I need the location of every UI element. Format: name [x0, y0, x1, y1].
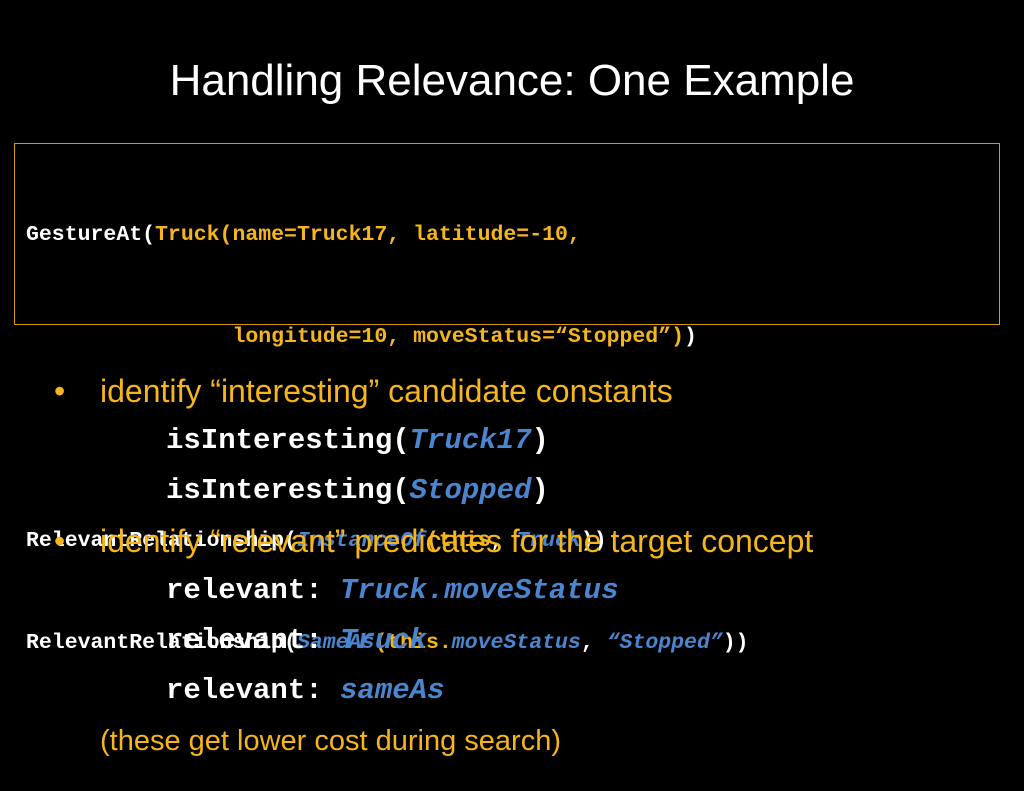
item-value: Truck17: [409, 424, 532, 457]
item-prefix: isInteresting(: [166, 424, 410, 457]
paren-open: (: [425, 529, 439, 553]
bullet-text: identify “relevant” predicates for the t…: [100, 523, 814, 559]
arg-sep: ,: [580, 631, 607, 655]
item-prefix: relevant:: [166, 674, 341, 707]
code-box: GestureAt(Truck(name=Truck17, latitude=-…: [14, 143, 1000, 655]
movestatus-arg: moveStatus: [451, 631, 581, 655]
gesture-close: ): [684, 325, 697, 349]
this-prefix: this.: [387, 631, 452, 655]
arg-sep: ,: [490, 529, 517, 553]
item-prefix: isInteresting(: [166, 474, 410, 507]
item-suffix: ): [531, 424, 549, 457]
interesting-item: isInteresting(Truck17): [54, 416, 1014, 466]
sameas-pred: SameAs: [296, 631, 375, 655]
item-value: Truck: [340, 624, 428, 657]
relevant-item: relevant: Truck.moveStatus: [54, 566, 1014, 616]
item-prefix: relevant:: [166, 574, 341, 607]
item-value: Stopped: [409, 474, 532, 507]
bullet-interesting: • identify “interesting” candidate consta…: [54, 366, 1014, 416]
paren-open: (: [374, 631, 388, 655]
bullet-relevant: • identify “relevant” predicates for the …: [54, 516, 1014, 566]
item-value: sameAs: [340, 674, 445, 707]
code-line-relevant-instanceof: RelevantRelationship(InstanceOf(this, Tr…: [26, 524, 999, 558]
paren-close: )): [722, 631, 749, 655]
interesting-item: isInteresting(Stopped): [54, 466, 1014, 516]
gesture-fn: GestureAt(: [26, 223, 156, 247]
item-suffix: ): [531, 474, 549, 507]
paren-close: )): [580, 529, 607, 553]
relevant-item: relevant: Truck: [54, 616, 1014, 666]
this-arg: this: [438, 529, 491, 553]
item-value: Truck.moveStatus: [340, 574, 619, 607]
code-indent: [26, 325, 232, 349]
truck-args: longitude=10, moveStatus=“Stopped”): [232, 325, 685, 349]
item-prefix: relevant:: [166, 624, 341, 657]
bullet-list: • identify “interesting” candidate consta…: [54, 366, 1014, 766]
relevant-fn: RelevantRelationship(: [26, 529, 297, 553]
relevant-item: relevant: sameAs: [54, 666, 1014, 716]
truck-constructor: Truck(name=Truck17, latitude=-10,: [155, 223, 581, 247]
truck-arg: Truck: [516, 529, 581, 553]
code-line-relevant-sameas: RelevantRelationship(SameAs(this.moveSta…: [26, 626, 999, 660]
cost-note: (these get lower cost during search): [100, 725, 561, 757]
bullet-dot-icon: •: [54, 523, 66, 559]
relevant-fn: RelevantRelationship(: [26, 631, 297, 655]
bullet-text: identify “interesting” candidate constan…: [100, 373, 673, 409]
instanceof-pred: InstanceOf: [296, 529, 426, 553]
bullet-dot-icon: •: [54, 373, 66, 409]
slide-title: Handling Relevance: One Example: [169, 56, 855, 105]
code-line-gesture-cont: longitude=10, moveStatus=“Stopped”)): [26, 320, 999, 354]
stopped-arg: “Stopped”: [606, 631, 723, 655]
code-line-gesture: GestureAt(Truck(name=Truck17, latitude=-…: [26, 218, 999, 252]
